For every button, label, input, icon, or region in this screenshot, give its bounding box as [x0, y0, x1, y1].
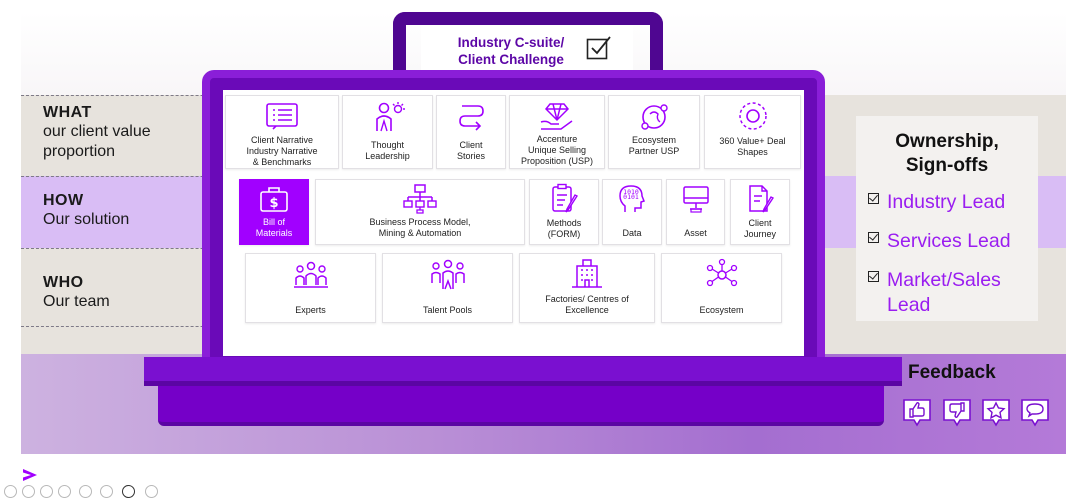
thumbs-down-button[interactable]: [942, 398, 972, 428]
briefcase-base: [158, 386, 884, 426]
idea-person-icon: [343, 101, 432, 138]
target-circle-icon: [705, 100, 800, 137]
star-icon: [982, 399, 1010, 427]
what-label: WHAT our client value proportion: [43, 104, 151, 162]
experts-group-icon: [246, 260, 375, 295]
checkbox-tick-icon: [586, 36, 611, 60]
svg-text:0101: 0101: [623, 193, 639, 201]
zoom-icon[interactable]: [79, 485, 92, 498]
what-title: WHAT: [43, 104, 92, 121]
card-asset[interactable]: Asset: [666, 179, 725, 245]
what-line2: proportion: [43, 143, 116, 160]
what-line1: our client value: [43, 123, 151, 140]
who-title: WHO: [43, 274, 84, 291]
money-briefcase-icon: $: [240, 185, 308, 218]
card-accenture-usp[interactable]: Accenture Unique Selling Proposition (US…: [509, 95, 605, 169]
diamond-hand-icon: [510, 100, 604, 137]
how-title: HOW: [43, 192, 84, 209]
story-path-icon: [437, 102, 505, 137]
how-label: HOW Our solution: [43, 192, 129, 230]
video-camera-icon[interactable]: [122, 485, 135, 498]
building-icon: [520, 258, 654, 295]
card-experts[interactable]: Experts: [245, 253, 376, 323]
checkbox-checked-icon: [868, 271, 879, 282]
who-label: WHO Our team: [43, 274, 110, 312]
card-client-stories[interactable]: Client Stories: [436, 95, 506, 169]
checkbox-checked-icon: [868, 193, 879, 204]
next-icon[interactable]: [22, 485, 35, 498]
thumbs-up-button[interactable]: [902, 398, 932, 428]
feedback-title: Feedback: [908, 362, 996, 383]
copy-icon[interactable]: [40, 485, 53, 498]
who-line1: Our team: [43, 293, 110, 310]
brand-logo-icon: [22, 467, 40, 488]
card-client-narrative[interactable]: Client Narrative Industry Narrative & Be…: [225, 95, 339, 169]
briefcase-base-lip: [144, 381, 902, 386]
card-bill-of-materials[interactable]: $ Bill of Materials: [239, 179, 309, 245]
subtitles-icon[interactable]: [100, 485, 113, 498]
card-ecosystem[interactable]: Ecosystem: [661, 253, 782, 323]
card-thought-leadership[interactable]: Thought Leadership: [342, 95, 433, 169]
ownership-title: Ownership, Sign-offs: [895, 131, 999, 176]
thumbs-down-icon: [943, 399, 971, 427]
comment-button[interactable]: [1020, 398, 1050, 428]
svg-text:1010: 1010: [623, 188, 639, 196]
previous-icon[interactable]: [4, 485, 17, 498]
more-options-icon[interactable]: [145, 485, 158, 498]
checkbox-checked-icon: [868, 232, 879, 243]
card-360-value-deal-shapes[interactable]: 360 Value+ Deal Shapes: [704, 95, 801, 169]
how-line1: Our solution: [43, 211, 130, 228]
comment-icon: [1021, 399, 1049, 427]
card-factories-centres[interactable]: Factories/ Centres of Excellence: [519, 253, 655, 323]
diagram-canvas: WHAT our client value proportion HOW Our…: [21, 12, 1066, 454]
player-toolbar: [0, 482, 170, 500]
monitor-asset-icon: [667, 184, 724, 219]
talent-group-icon: [383, 259, 512, 296]
network-hub-icon: [662, 258, 781, 297]
svg-text:$: $: [269, 196, 278, 211]
card-ecosystem-partner-usp[interactable]: Ecosystem Partner USP: [608, 95, 700, 169]
thumbs-up-icon: [903, 399, 931, 427]
org-chart-icon: [316, 184, 524, 219]
briefcase-handle: [393, 12, 663, 86]
clipboard-pencil-icon: [530, 183, 598, 220]
star-rating-button[interactable]: [981, 398, 1011, 428]
journey-pencil-icon: [731, 183, 789, 220]
client-challenge-text: Industry C-suite/ Client Challenge: [457, 35, 565, 67]
ownership-panel: Ownership, Sign-offs Industry Lead Servi…: [856, 116, 1038, 321]
briefcase-base-top: [144, 357, 902, 384]
card-methods-form[interactable]: Methods (FORM): [529, 179, 599, 245]
document-list-icon: [226, 102, 338, 137]
pages-icon[interactable]: [58, 485, 71, 498]
card-client-journey[interactable]: Client Journey: [730, 179, 790, 245]
card-talent-pools[interactable]: Talent Pools: [382, 253, 513, 323]
client-challenge-box: Industry C-suite/ Client Challenge: [421, 26, 633, 72]
card-business-process-model[interactable]: Business Process Model, Mining & Automat…: [315, 179, 525, 245]
ecosystem-globe-icon: [609, 101, 699, 138]
